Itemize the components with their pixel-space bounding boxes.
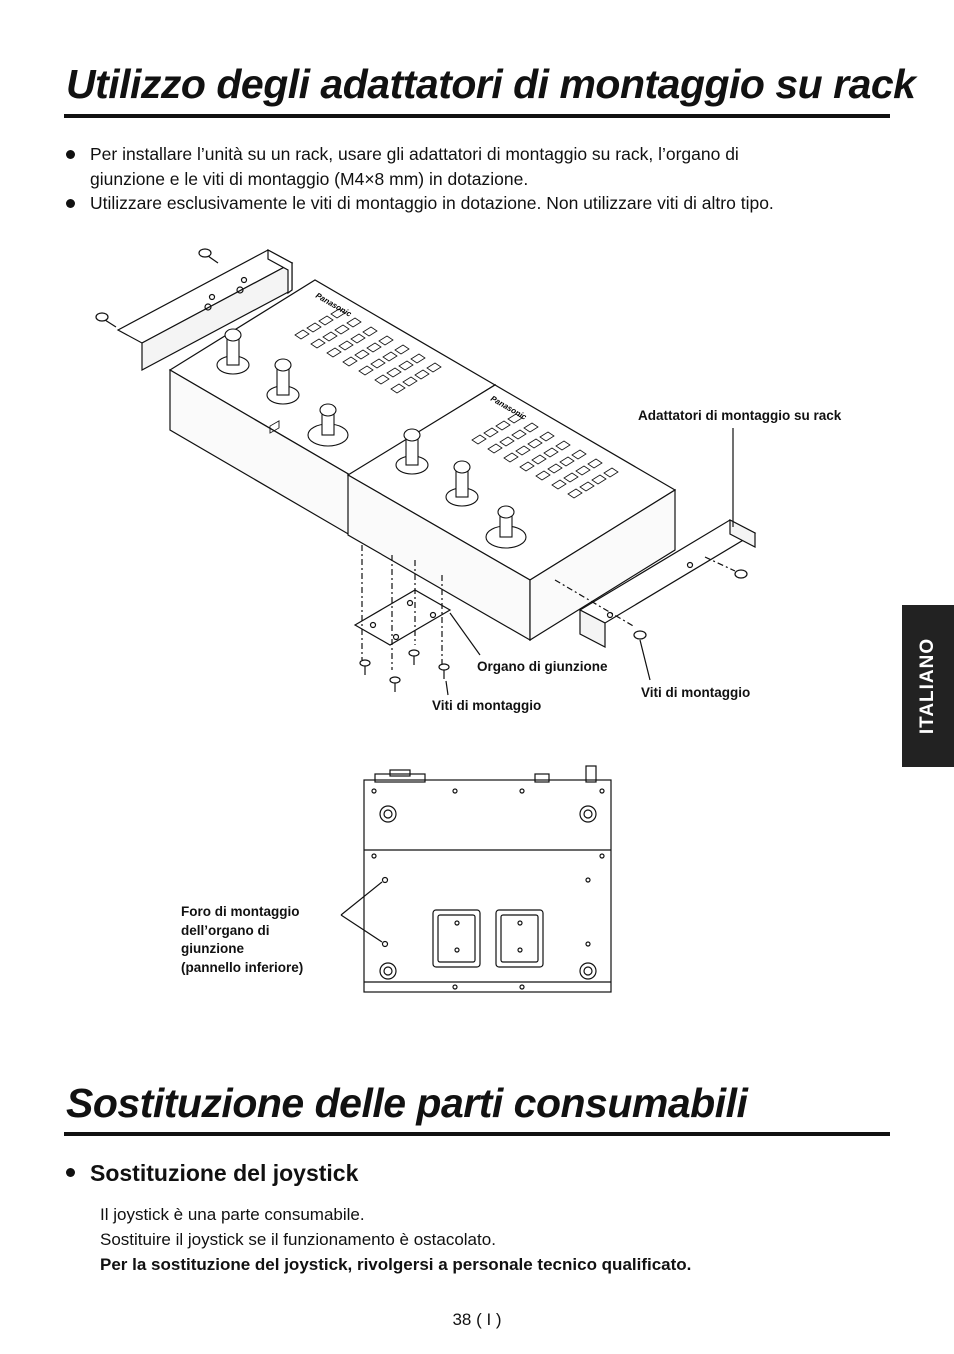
paragraph-line: Il joystick è una parte consumabile. (100, 1205, 365, 1224)
panel-button (346, 317, 362, 328)
language-tab: ITALIANO (902, 605, 954, 767)
panel-button (495, 420, 511, 431)
bullet-dot-icon (66, 1168, 75, 1177)
screw-icon (95, 312, 117, 328)
panel-button (334, 324, 350, 335)
panel-button (294, 329, 310, 340)
panel-button (579, 481, 595, 492)
panel-button (499, 436, 515, 447)
subsection-heading: Sostituzione del joystick (66, 1158, 358, 1188)
panel-button (310, 338, 326, 349)
panel-button (559, 456, 575, 467)
panel-button (426, 362, 442, 373)
bullet-text-line: giunzione e le viti di montaggio (M4×8 m… (90, 168, 529, 189)
section-title-rack-mount: Utilizzo degli adattatori di montaggio s… (66, 61, 916, 107)
label-screws-right: Viti di montaggio (641, 685, 751, 700)
panel-button (306, 322, 322, 333)
label-joint-plate: Organo di giunzione (477, 659, 608, 674)
panel-button (567, 488, 583, 499)
screw-icon (389, 676, 401, 692)
label-line: Foro di montaggio (181, 904, 300, 919)
panel-button (547, 463, 563, 474)
panel-button (338, 340, 354, 351)
panel-button (535, 470, 551, 481)
rack-mount-illustration: Panasonic Panasonic (95, 248, 757, 696)
panel-button (571, 449, 587, 460)
panel-button (487, 443, 503, 454)
panel-button (503, 452, 519, 463)
panel-button (551, 479, 567, 490)
bullet-text-line: Per installare l’unità su un rack, usare… (90, 144, 739, 164)
panel-button (507, 413, 523, 424)
panel-button (378, 335, 394, 346)
panel-button (483, 427, 499, 438)
panel-button (511, 429, 527, 440)
panel-button (519, 461, 535, 472)
panel-button (330, 308, 346, 319)
panel-button (563, 472, 579, 483)
screw-icon (554, 579, 647, 640)
bullet-text-line: Utilizzare esclusivamente le viti di mon… (90, 193, 774, 213)
panel-button (398, 360, 414, 371)
label-joint-mounting-hole: Foro di montaggio dell’organo di giunzio… (181, 903, 303, 977)
title-underline (64, 1132, 890, 1136)
panel-button (394, 344, 410, 355)
panel-button (318, 315, 334, 326)
paragraph-line: Sostituire il joystick se il funzionamen… (100, 1230, 496, 1249)
label-line: giunzione (181, 941, 244, 956)
page-number: 38 ( I ) (452, 1310, 502, 1329)
panel-button (531, 454, 547, 465)
panel-button (342, 356, 358, 367)
screw-icon (438, 663, 450, 679)
panel-button (386, 367, 402, 378)
panel-button (591, 474, 607, 485)
panel-button (322, 331, 338, 342)
panel-button (370, 358, 386, 369)
label-line: dell’organo di (181, 922, 270, 938)
panel-button (358, 365, 374, 376)
screw-icon (408, 649, 420, 665)
panel-button (575, 465, 591, 476)
panel-button (374, 374, 390, 385)
joystick-paragraph: Il joystick è una parte consumabile. Sos… (100, 1202, 691, 1277)
panel-button (555, 440, 571, 451)
panel-button (366, 342, 382, 353)
label-rack-adapters: Adattatori di montaggio su rack (638, 408, 842, 423)
bullet-dot-icon (66, 199, 75, 208)
paragraph-line-bold: Per la sostituzione del joystick, rivolg… (100, 1255, 692, 1274)
panel-button (471, 434, 487, 445)
label-screws-left: Viti di montaggio (432, 698, 542, 713)
panel-button (414, 369, 430, 380)
bottom-panel-illustration (340, 765, 612, 993)
language-tab-label: ITALIANO (917, 637, 938, 735)
bullet-item: Utilizzare esclusivamente le viti di mon… (66, 191, 896, 216)
panel-button (326, 347, 342, 358)
screw-icon (704, 556, 748, 579)
panel-button (350, 333, 366, 344)
title-underline (64, 114, 890, 118)
subsection-title: Sostituzione del joystick (90, 1160, 359, 1186)
screw-icon (359, 659, 371, 675)
panel-button (527, 438, 543, 449)
panel-button (539, 431, 555, 442)
panel-button (543, 447, 559, 458)
screw-icon (198, 248, 219, 264)
panel-button (402, 376, 418, 387)
panel-button (382, 351, 398, 362)
panel-button (362, 326, 378, 337)
panel-button (515, 445, 531, 456)
panel-button (603, 467, 619, 478)
panel-button (410, 353, 426, 364)
panel-button (587, 458, 603, 469)
panel-button (354, 349, 370, 360)
panel-button (523, 422, 539, 433)
panel-button (390, 383, 406, 394)
instruction-bullets: Per installare l’unità su un rack, usare… (66, 142, 896, 216)
bullet-item: Per installare l’unità su un rack, usare… (66, 142, 896, 191)
label-line: (pannello inferiore) (181, 959, 304, 975)
section-title-consumables: Sostituzione delle parti consumabili (66, 1080, 748, 1126)
bullet-dot-icon (66, 150, 75, 159)
